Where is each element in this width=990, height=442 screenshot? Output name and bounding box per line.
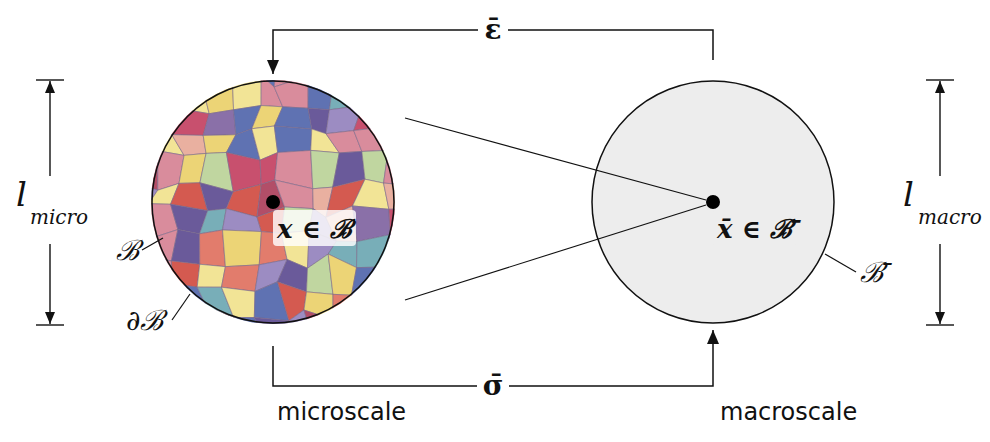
- symbol-label: macro: [918, 206, 982, 228]
- point-dot: [706, 195, 720, 209]
- scale-label: macroscale: [716, 398, 861, 426]
- text-holder: micro: [30, 206, 88, 228]
- leader-line: [142, 238, 856, 320]
- edge-label: ε̄: [478, 14, 507, 46]
- symbol-label: micro: [30, 206, 88, 228]
- point-dot: [266, 195, 280, 209]
- edge-label: σ̄: [477, 370, 510, 402]
- transfer-arrow: [273, 30, 713, 74]
- text-holder: macroscale: [716, 398, 861, 426]
- text-holder: ℬ: [116, 236, 139, 267]
- transfer-arrow: [273, 330, 713, 386]
- grain-structure: [117, 47, 444, 374]
- dimension-line: [926, 80, 954, 325]
- text-holder: microscale: [273, 398, 410, 426]
- symbol-label: l: [16, 176, 27, 213]
- point-label: x̄ ∈ ℬ̄: [713, 210, 796, 246]
- text-holder: ∂ℬ: [126, 306, 163, 337]
- symbol-label: ∂ℬ: [126, 306, 163, 337]
- symbol-label: ℬ: [116, 236, 139, 267]
- scale-label: microscale: [273, 398, 410, 426]
- text-holder: x̄ ∈ ℬ̄: [713, 210, 796, 246]
- point-label: x ∈ ℬ: [273, 210, 356, 246]
- text-holder: σ̄: [477, 370, 510, 402]
- text-holder: ℬ̄: [860, 258, 883, 289]
- dimension-line: [36, 80, 64, 325]
- text-holder: l: [16, 176, 27, 213]
- symbol-label: l: [903, 176, 914, 213]
- text-holder: ε̄: [478, 14, 507, 46]
- text-holder: l: [903, 176, 914, 213]
- symbol-label: ℬ̄: [860, 258, 883, 289]
- text-holder: x ∈ ℬ: [273, 210, 356, 246]
- zoom-line: [405, 118, 706, 300]
- text-holder: macro: [918, 206, 982, 228]
